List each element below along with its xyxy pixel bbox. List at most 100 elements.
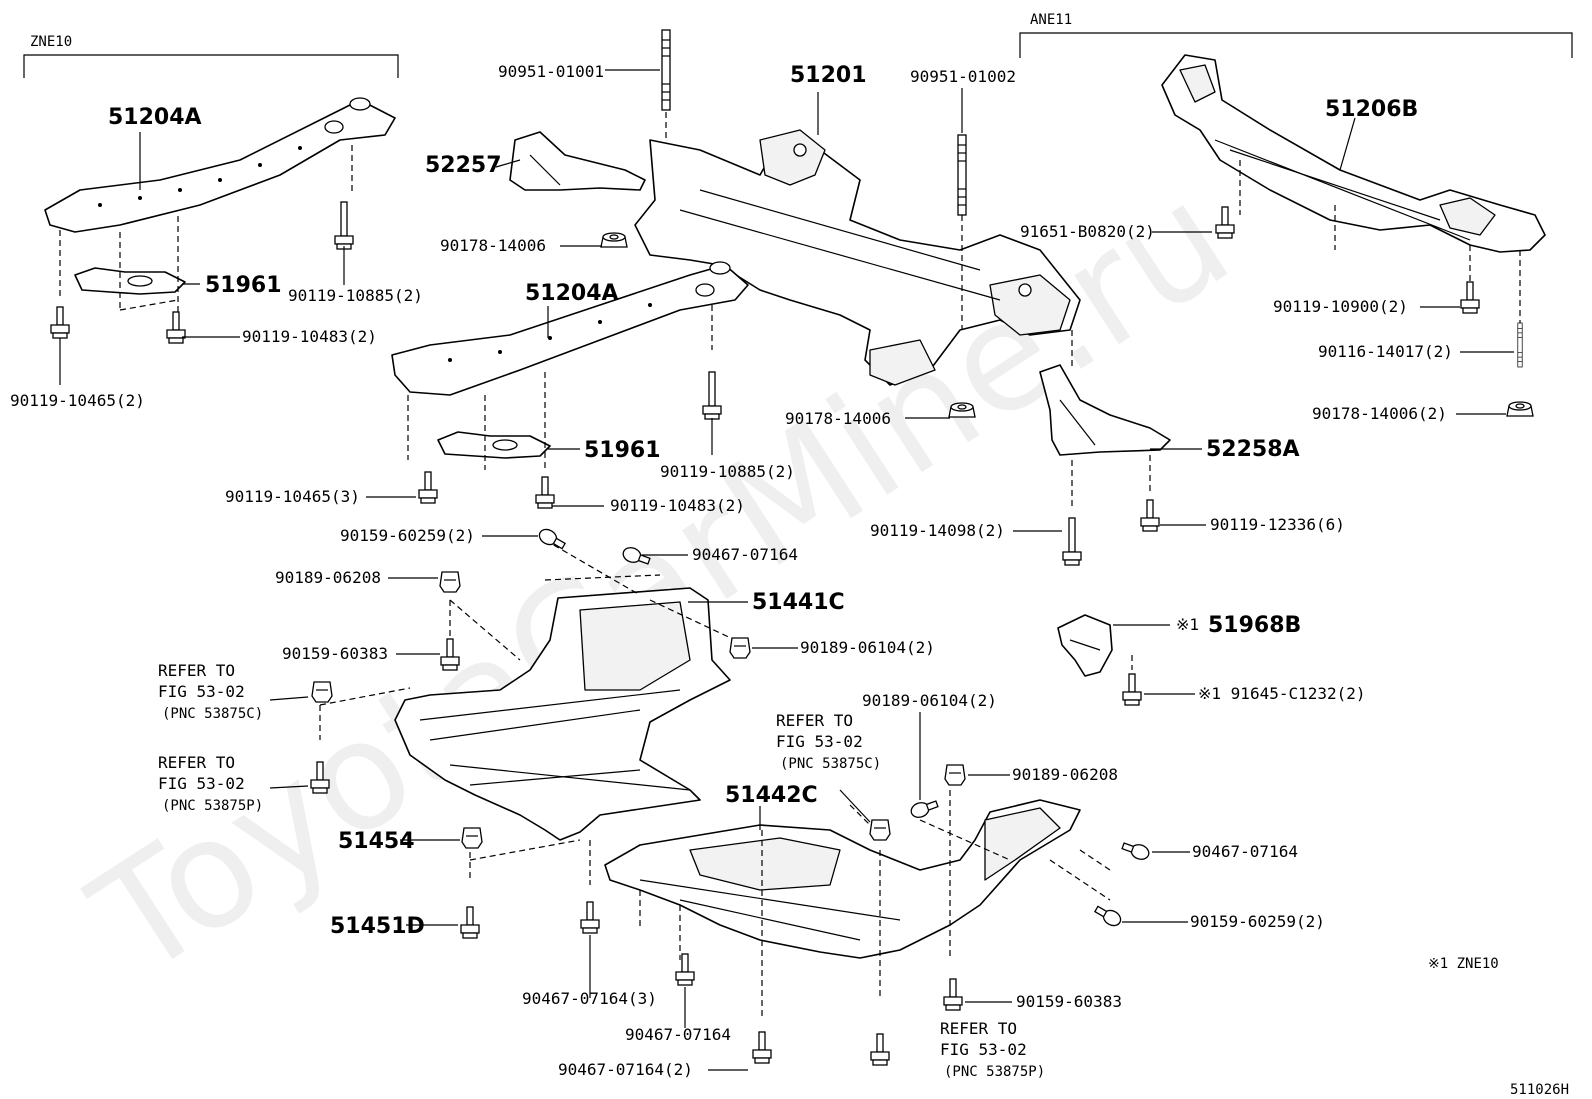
crossmember-51201-drawing bbox=[634, 129, 1081, 386]
clip-ref-53875c-a bbox=[311, 681, 333, 703]
refer-1-line1: REFER TO bbox=[158, 661, 235, 680]
stud-90951-01002 bbox=[957, 134, 967, 216]
bolt-90119-12336 bbox=[1140, 499, 1160, 532]
bolt-90119-10885-b bbox=[702, 371, 722, 420]
label-51968b-mark: ※1 bbox=[1176, 615, 1199, 634]
label-90119-10465-a[interactable]: 90119-10465(2) bbox=[10, 391, 145, 410]
label-90467-07164-b[interactable]: 90467-07164 bbox=[1192, 842, 1298, 861]
bolt-90119-10885-a bbox=[334, 201, 354, 250]
label-51451d[interactable]: 51451D bbox=[330, 914, 425, 939]
bolt-90119-10483-b bbox=[535, 476, 555, 509]
label-90178-14006-b[interactable]: 90178-14006 bbox=[785, 409, 891, 428]
note-zne10: ※1 ZNE10 bbox=[1428, 956, 1499, 972]
clip-90189-06208-a bbox=[439, 571, 461, 593]
label-91645-c1232[interactable]: ※1 91645-C1232(2) bbox=[1198, 684, 1366, 703]
refer-block-3[interactable]: REFER TO FIG 53-02 (PNC 53875C) bbox=[776, 711, 881, 772]
label-90189-06208-b[interactable]: 90189-06208 bbox=[1012, 765, 1118, 784]
label-90119-10465-b[interactable]: 90119-10465(3) bbox=[225, 487, 360, 506]
label-90119-10483-a[interactable]: 90119-10483(2) bbox=[242, 327, 377, 346]
refer-3-line1: REFER TO bbox=[776, 711, 853, 730]
label-51204a-top[interactable]: 51204A bbox=[108, 105, 202, 130]
bolt-ref-53875p-b bbox=[870, 1033, 890, 1066]
label-90951-01002[interactable]: 90951-01002 bbox=[910, 67, 1016, 86]
label-90467-07164-c[interactable]: 90467-07164(3) bbox=[522, 989, 657, 1008]
label-51961-top[interactable]: 51961 bbox=[205, 273, 282, 298]
label-90159-60259-a[interactable]: 90159-60259(2) bbox=[340, 526, 475, 545]
refer-block-1[interactable]: REFER TO FIG 53-02 (PNC 53875C) bbox=[158, 661, 263, 722]
label-51454[interactable]: 51454 bbox=[338, 829, 415, 854]
label-90467-07164-a[interactable]: 90467-07164 bbox=[692, 545, 798, 564]
bracket-52257-drawing bbox=[509, 131, 646, 191]
nut-90178-14006-a bbox=[600, 232, 628, 248]
zne10-label: ZNE10 bbox=[30, 34, 72, 50]
ane11-label: ANE11 bbox=[1030, 12, 1072, 28]
label-90119-10885-b[interactable]: 90119-10885(2) bbox=[660, 462, 795, 481]
label-51201[interactable]: 51201 bbox=[790, 63, 867, 88]
label-51961-mid[interactable]: 51961 bbox=[584, 438, 661, 463]
label-91651-b0820[interactable]: 91651-B0820(2) bbox=[1020, 222, 1155, 241]
label-90119-12336[interactable]: 90119-12336(6) bbox=[1210, 515, 1345, 534]
label-90189-06208-a[interactable]: 90189-06208 bbox=[275, 568, 381, 587]
bolt-90119-10465-a bbox=[50, 306, 70, 339]
label-90119-10483-b[interactable]: 90119-10483(2) bbox=[610, 496, 745, 515]
clip-51454 bbox=[461, 827, 483, 849]
label-90119-10900[interactable]: 90119-10900(2) bbox=[1273, 297, 1408, 316]
refer-3-line3: (PNC 53875C) bbox=[780, 756, 881, 772]
rivet-90189-06104-b bbox=[908, 796, 940, 821]
brace-51204a-mid-drawing bbox=[391, 261, 749, 396]
plate-51961-mid-drawing bbox=[437, 431, 551, 459]
label-51442c[interactable]: 51442C bbox=[725, 783, 818, 808]
plate-51961-top-drawing bbox=[74, 267, 186, 295]
rivet-90467-07164-c bbox=[580, 901, 600, 934]
label-52257[interactable]: 52257 bbox=[425, 153, 502, 178]
label-90178-14006-c[interactable]: 90178-14006(2) bbox=[1312, 404, 1447, 423]
label-90189-06104-a[interactable]: 90189-06104(2) bbox=[800, 638, 935, 657]
label-90119-14098[interactable]: 90119-14098(2) bbox=[870, 521, 1005, 540]
label-51206b[interactable]: 51206B bbox=[1325, 97, 1418, 122]
label-90159-60383-a[interactable]: 90159-60383 bbox=[282, 644, 388, 663]
refer-block-4[interactable]: REFER TO FIG 53-02 (PNC 53875P) bbox=[940, 1019, 1045, 1080]
label-90159-60259-b[interactable]: 90159-60259(2) bbox=[1190, 912, 1325, 931]
label-90189-06104-b[interactable]: 90189-06104(2) bbox=[862, 691, 997, 710]
bolt-90159-60259-b bbox=[1092, 902, 1124, 930]
stud-90116-14017 bbox=[1517, 322, 1523, 368]
label-90159-60383-b[interactable]: 90159-60383 bbox=[1016, 992, 1122, 1011]
label-52258a[interactable]: 52258A bbox=[1206, 437, 1300, 462]
label-90119-10885-a[interactable]: 90119-10885(2) bbox=[288, 286, 423, 305]
refer-4-line1: REFER TO bbox=[940, 1019, 1017, 1038]
zne10-bracket: ZNE10 bbox=[23, 34, 399, 78]
rivet-90467-07164-b bbox=[1120, 838, 1152, 863]
nut-90178-14006-c bbox=[1506, 401, 1534, 417]
clip-ref-53875c-b bbox=[869, 819, 891, 841]
brace-51204a-top-drawing bbox=[44, 97, 396, 233]
bolt-91651-b0820 bbox=[1215, 206, 1235, 239]
label-90951-01001[interactable]: 90951-01001 bbox=[498, 62, 604, 81]
bolt-90119-10483-a bbox=[166, 311, 186, 344]
bolt-51451d bbox=[460, 906, 480, 939]
label-90467-07164-d[interactable]: 90467-07164 bbox=[625, 1025, 731, 1044]
clip-90189-06104-a bbox=[729, 637, 751, 659]
label-90467-07164-e[interactable]: 90467-07164(2) bbox=[558, 1060, 693, 1079]
bolt-90119-10465-b bbox=[418, 471, 438, 504]
bracket-51968b-drawing bbox=[1057, 614, 1113, 677]
bracket-52258a-drawing bbox=[1039, 364, 1171, 456]
refer-1-line2: FIG 53-02 bbox=[158, 682, 245, 701]
stud-90951-01001 bbox=[661, 29, 671, 111]
label-90116-14017[interactable]: 90116-14017(2) bbox=[1318, 342, 1453, 361]
undercover-51442c-drawing bbox=[604, 799, 1081, 959]
bolt-90119-10900 bbox=[1460, 281, 1480, 314]
nut-90178-14006-b bbox=[948, 402, 976, 418]
label-51968b[interactable]: 51968B bbox=[1208, 613, 1301, 638]
label-90178-14006-a[interactable]: 90178-14006 bbox=[440, 236, 546, 255]
refer-block-2[interactable]: REFER TO FIG 53-02 (PNC 53875P) bbox=[158, 753, 263, 814]
refer-2-line3: (PNC 53875P) bbox=[162, 798, 263, 814]
refer-2-line1: REFER TO bbox=[158, 753, 235, 772]
refer-3-line2: FIG 53-02 bbox=[776, 732, 863, 751]
label-51441c[interactable]: 51441C bbox=[752, 590, 845, 615]
brace-51206b-drawing bbox=[1161, 54, 1546, 253]
label-51204a-mid[interactable]: 51204A bbox=[525, 281, 619, 306]
refer-4-line2: FIG 53-02 bbox=[940, 1040, 1027, 1059]
undercover-51441c-drawing bbox=[394, 587, 731, 841]
bolt-90159-60383-b bbox=[943, 978, 963, 1011]
